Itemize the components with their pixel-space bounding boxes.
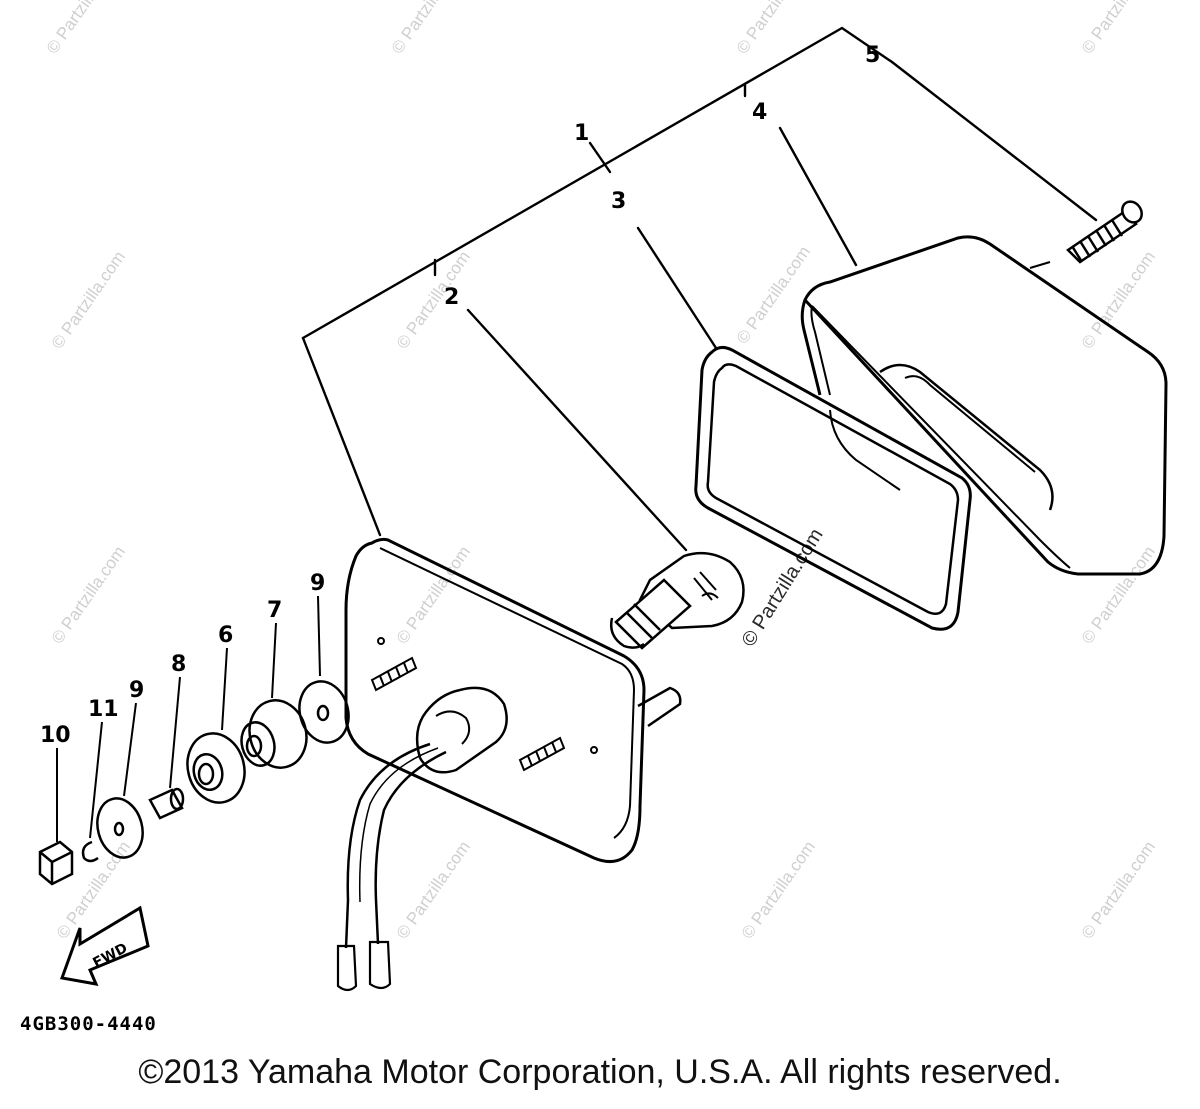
watermark: © Partzilla.com bbox=[733, 243, 814, 348]
callout-6: 6 bbox=[218, 623, 233, 648]
grommet-part bbox=[240, 699, 308, 769]
mounting-stud bbox=[370, 656, 418, 692]
callout-5: 5 bbox=[865, 43, 880, 68]
callout-3: 3 bbox=[611, 189, 626, 214]
callout-7: 7 bbox=[267, 598, 282, 623]
copyright-notice: ©2013 Yamaha Motor Corporation, U.S.A. A… bbox=[138, 1053, 1062, 1091]
callout-10: 10 bbox=[40, 723, 71, 748]
collar-part bbox=[186, 732, 246, 804]
watermark: © Partzilla.com bbox=[1078, 248, 1159, 353]
watermark: © Partzilla.com bbox=[393, 543, 474, 648]
watermark: © Partzilla.com bbox=[1078, 543, 1159, 648]
lens-housing bbox=[800, 235, 1168, 576]
spacer-part bbox=[148, 787, 185, 820]
watermark: © Partzilla.com bbox=[43, 0, 124, 57]
watermark: © Partzilla.com bbox=[1078, 0, 1159, 57]
watermark-dark: © Partzilla.com bbox=[738, 525, 828, 651]
washer-hole bbox=[113, 821, 125, 837]
callout-8: 8 bbox=[171, 652, 186, 677]
watermark: © Partzilla.com bbox=[1078, 838, 1159, 943]
watermark: © Partzilla.com bbox=[48, 543, 129, 648]
watermark: © Partzilla.com bbox=[393, 838, 474, 943]
callout-2: 2 bbox=[444, 285, 459, 310]
callout-1: 1 bbox=[574, 121, 589, 146]
leader-lines bbox=[301, 26, 1098, 552]
screw-part bbox=[1066, 200, 1143, 264]
gasket-part bbox=[694, 345, 972, 631]
base-plate bbox=[336, 537, 682, 992]
callout-4: 4 bbox=[752, 100, 767, 125]
watermark: © Partzilla.com bbox=[733, 0, 814, 57]
watermark: © Partzilla.com bbox=[388, 0, 469, 57]
callout-9-left: 9 bbox=[129, 678, 144, 703]
callout-labels: 1 2 3 4 5 6 7 8 9 9 10 11 bbox=[40, 43, 880, 842]
callout-9-right: 9 bbox=[310, 571, 325, 596]
bulb-part bbox=[610, 551, 745, 650]
washer-part bbox=[96, 797, 144, 859]
part-code: 4GB300-4440 bbox=[20, 1013, 157, 1035]
washer-hole bbox=[316, 704, 330, 722]
spring-washer-part bbox=[81, 840, 99, 863]
small-parts bbox=[38, 680, 350, 886]
mounting-stud bbox=[518, 736, 566, 772]
watermark: © Partzilla.com bbox=[738, 838, 819, 943]
watermark: © Partzilla.com bbox=[48, 248, 129, 353]
nut-part bbox=[38, 840, 74, 886]
callout-11: 11 bbox=[88, 697, 119, 722]
